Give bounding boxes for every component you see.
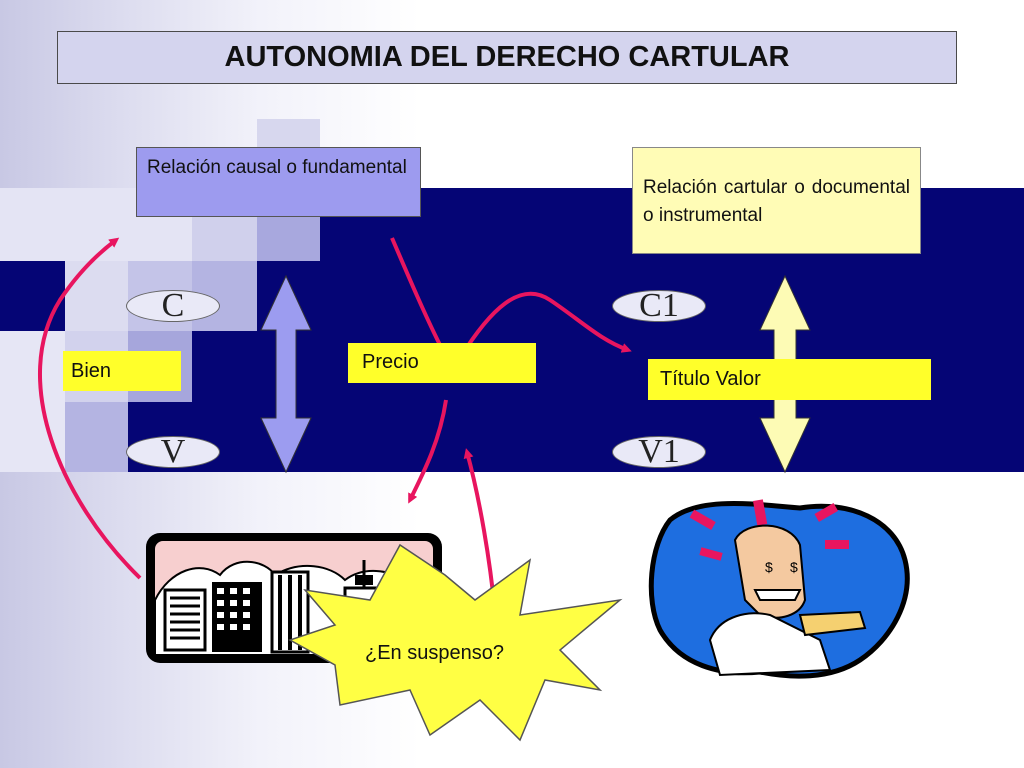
svg-text:$: $ [765, 559, 773, 575]
cartular-relation-box: Relación cartular o documental o instrum… [632, 147, 921, 254]
oval-v: V [126, 436, 220, 468]
label-titulo-valor: Título Valor [648, 359, 931, 400]
double-arrow-left [260, 274, 312, 474]
arrow-precio-to-titulo [458, 291, 632, 360]
oval-v1: V1 [612, 436, 706, 468]
deco-square [65, 402, 128, 472]
oval-c1: C1 [612, 290, 706, 322]
svg-text:$: $ [790, 559, 798, 575]
causal-relation-box: Relación causal o fundamental [136, 147, 421, 217]
deco-square [0, 261, 65, 331]
oval-c: C [126, 290, 220, 322]
page-title: AUTONOMIA DEL DERECHO CARTULAR [57, 31, 957, 84]
greedy-man-clipart-icon: $ $ [648, 499, 910, 679]
label-bien: Bien [63, 351, 181, 391]
deco-square [65, 261, 128, 331]
arrow-precio-down [408, 399, 448, 504]
arrow-city-to-causal [38, 237, 142, 580]
starburst-icon [288, 543, 623, 742]
label-en-suspenso: ¿En suspenso? [365, 642, 504, 664]
arrow-causal-to-precio [390, 237, 442, 346]
label-precio: Precio [348, 343, 536, 383]
